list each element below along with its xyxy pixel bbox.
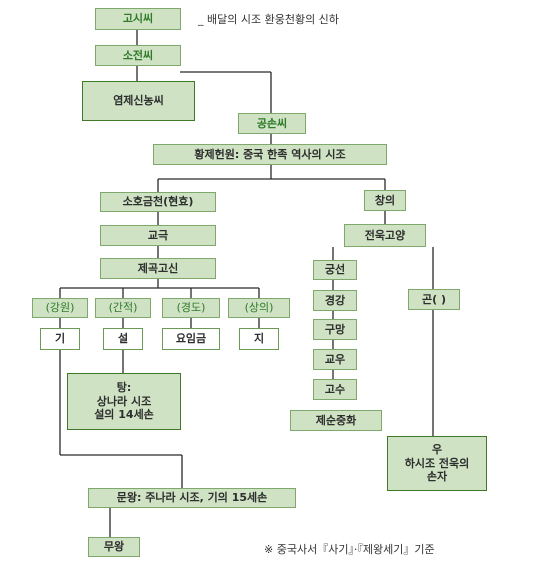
node-jeonukgoyang: 전욱고양	[344, 224, 426, 247]
node-gon: 곤( )	[408, 289, 460, 310]
node-munwang: 문왕: 주나라 시조, 기의 15세손	[88, 488, 296, 508]
node-tang: 탕: 상나라 시조 설의 14세손	[67, 373, 181, 430]
node-gosu: 고수	[313, 379, 357, 400]
node-wife-gangwon: (강원)	[32, 298, 88, 318]
node-sojeon: 소전씨	[95, 45, 181, 66]
node-wife-gyeongdo: (경도)	[162, 298, 220, 318]
node-gyogeuk: 교극	[100, 225, 216, 246]
node-gyou: 교우	[313, 349, 357, 370]
node-jegok: 제곡고신	[100, 258, 216, 279]
node-ji: 지	[239, 328, 279, 350]
node-gungseon: 궁선	[313, 260, 357, 280]
node-gyeonggang: 경강	[313, 290, 357, 311]
node-muwang: 무왕	[88, 537, 140, 557]
node-sohogeumcheon: 소호금천(현효)	[100, 192, 216, 212]
node-wife-ganjeok: (간적)	[95, 298, 151, 318]
node-gongson: 공손씨	[238, 113, 306, 134]
node-gi: 기	[40, 328, 80, 350]
node-seol: 설	[103, 328, 143, 350]
node-yeomje: 염제신농씨	[82, 81, 195, 121]
node-gosi: 고시씨	[95, 8, 181, 30]
node-jesunjunghwa: 제순중화	[290, 410, 382, 431]
node-wife-sangui: (상의)	[228, 298, 290, 318]
node-yoimgeum: 요임금	[162, 328, 220, 350]
footnote: ※ 중국사서『사기』·『제왕세기』기준	[264, 543, 435, 556]
node-gumang: 구망	[313, 319, 357, 340]
node-u: 우 하시조 전욱의 손자	[387, 436, 487, 491]
node-changui: 창의	[364, 190, 406, 211]
annotation-gosi: _ 배달의 시조 환웅천황의 신하	[198, 13, 339, 26]
node-hwangje: 황제헌원: 중국 한족 역사의 시조	[153, 144, 387, 165]
